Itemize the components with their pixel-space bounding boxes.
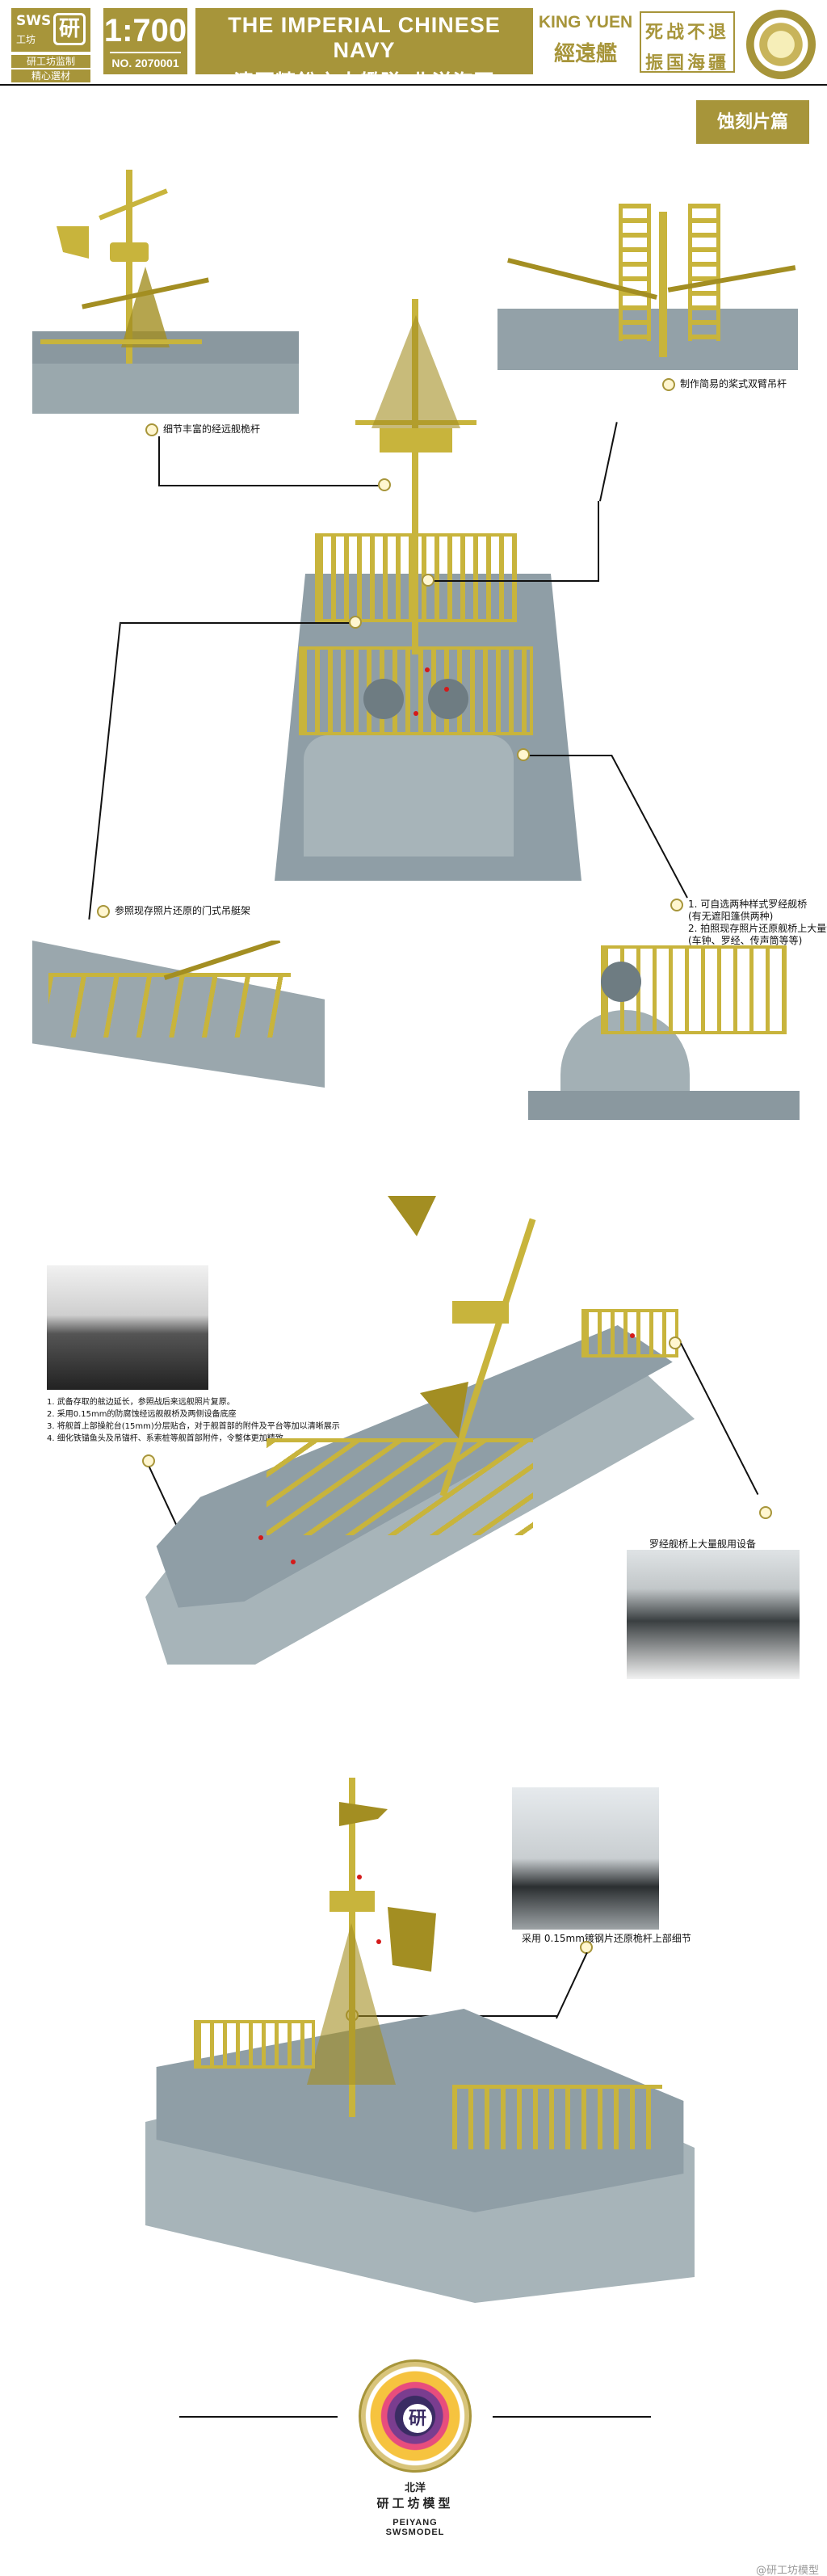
footer-en-2: SWSMODEL — [385, 2528, 445, 2537]
brand-yan-mark: 研 — [53, 13, 86, 45]
historic-photo-2 — [627, 1550, 800, 1679]
callout-derrick: 制作简易的桨式双臂吊杆 — [662, 378, 787, 391]
callout-bow-marker — [142, 1454, 155, 1467]
callout-bow-line-3: 3. 将舰首上部操舵台(15mm)分层贴合，对于舰首部的附件及平台等加以清晰展示 — [47, 1422, 340, 1431]
callout-derrick-marker — [662, 378, 675, 391]
inset-derrick-detail — [497, 204, 798, 370]
section-label: 蚀刻片篇 — [696, 100, 809, 144]
scale-ratio: 1:700 — [103, 13, 187, 48]
callout-bridge-leader — [611, 755, 688, 899]
callout-bridge: 1. 可自选两种样式罗经舰桥 (有无遮阳篷供两种) 2. 拍照现存照片还原舰桥上… — [670, 899, 827, 947]
ship-name: KING YUEN 經遠艦 — [538, 13, 633, 67]
footer-en-1: PEIYANG — [393, 2518, 438, 2528]
footer-emblem-char: 研 — [403, 2404, 432, 2433]
callout-bridge2-marker — [759, 1506, 772, 1519]
callout-mast-leader-h — [158, 485, 384, 486]
inset-bridge-detail — [528, 937, 800, 1120]
callout-bridge-line-2: (有无遮阳篷供两种) — [688, 911, 774, 922]
callout-bow-line-2: 2. 采用0.15mm的防腐蚀经远舰舰桥及两侧设备底座 — [47, 1410, 237, 1419]
second-angled-render — [145, 1196, 695, 1665]
footer-emblem: 研 — [359, 2359, 472, 2473]
callout-derrick-target — [422, 574, 434, 587]
page-footer: 研 北洋 研工坊模型 PEIYANG SWSMODEL @研工坊模型 — [0, 2359, 827, 2576]
callout-bow-line-1: 1. 武备存取的舷边延长，参照战后来远舰照片复原。 — [47, 1398, 235, 1407]
callout-mast-text: 细节丰富的经远舰桅杆 — [163, 423, 261, 435]
callout-bridge-leader-h — [523, 755, 612, 756]
ship-name-english: KING YUEN — [538, 13, 633, 32]
brand-sws: SWS — [16, 13, 52, 29]
page-header: SWS 工坊 研 研工坊监制 精心選材 1:700 NO. 2070001 TH… — [0, 0, 827, 94]
footer-label-1: 北洋 — [404, 2482, 426, 2494]
callout-derrick-leader — [598, 501, 599, 582]
title-box: THE IMPERIAL CHINESE NAVY 清國精銳之大艦隊-北洋海軍 — [195, 8, 533, 94]
watermark: @研工坊模型 — [755, 2565, 819, 2576]
callout-davit: 参照现存照片还原的门式吊艇架 — [97, 905, 250, 918]
motto-line-1: 死战不退 — [644, 22, 729, 43]
title-chinese: 清國精銳之大艦隊-北洋海軍 — [233, 70, 495, 94]
brand-logo: SWS 工坊 研 研工坊监制 精心選材 — [11, 8, 90, 82]
footer-line-left — [179, 2416, 338, 2418]
footer-line-right — [493, 2416, 651, 2418]
callout-mast-leader — [158, 436, 160, 486]
inset-davits-detail — [32, 941, 325, 1088]
callout-bridge-target — [517, 748, 530, 761]
footer-label: 北洋 研工坊模型 PEIYANG SWSMODEL — [359, 2479, 472, 2537]
callout-bow-notes: 1. 武备存取的舷边延长，参照战后来远舰照片复原。 2. 采用0.15mm的防腐… — [47, 1396, 340, 1445]
header-divider — [0, 84, 827, 86]
brand-gongfang: 工坊 — [16, 34, 36, 45]
callout-bridge-line-1: 1. 可自选两种样式罗经舰桥 — [688, 899, 808, 910]
callout-bridge-line-4: (车钟、罗经、传声筒等等) — [688, 935, 803, 946]
callout-mast-top-text: 采用 0.15mm镀钢片还原桅杆上部细节 — [522, 1933, 691, 1944]
historic-photo-3 — [512, 1787, 659, 1930]
callout-derrick-leader-h — [428, 580, 599, 582]
scale-box: 1:700 NO. 2070001 — [103, 8, 187, 74]
product-number: NO. 2070001 — [110, 52, 181, 69]
motto-line-2: 振国海疆 — [644, 53, 729, 74]
inset-mast-detail — [32, 154, 299, 414]
third-angled-render — [145, 1778, 695, 2303]
callout-bow-line-4: 4. 细化铁锚鱼头及吊锚杆、系索桩等舰首部附件，令整体更加精致 — [47, 1434, 283, 1443]
historic-photo-1 — [47, 1265, 208, 1390]
callout-davit-text: 参照现存照片还原的门式吊艇架 — [115, 905, 251, 916]
callout-mast-target — [378, 478, 391, 491]
callout-mast: 细节丰富的经远舰桅杆 — [145, 423, 260, 436]
footer-label-2: 研工坊模型 — [376, 2496, 454, 2511]
callout-derrick-text: 制作简易的桨式双臂吊杆 — [680, 378, 787, 389]
callout-davit-leader — [88, 621, 121, 920]
brand-tag-2: 精心選材 — [11, 69, 90, 82]
ship-name-chinese: 經遠艦 — [553, 42, 617, 66]
title-english: THE IMPERIAL CHINESE NAVY — [228, 13, 501, 62]
main-overhead-render — [226, 299, 606, 881]
brand-tag-1: 研工坊监制 — [11, 55, 90, 68]
callout-davit-leader-h — [121, 622, 355, 624]
callout-bridge-line-3: 2. 拍照现存照片还原舰桥上大量设备 — [688, 923, 827, 934]
round-seal-logo — [746, 10, 816, 79]
callout-davit-marker — [97, 905, 110, 918]
motto-box: 死战不退 振国海疆 — [640, 11, 735, 74]
callout-mast-marker — [145, 423, 158, 436]
callout-davit-target — [349, 616, 362, 629]
callout-bridge-marker — [670, 899, 683, 911]
callout-bridge2-text: 罗经舰桥上大量舰用设备 — [649, 1538, 757, 1550]
